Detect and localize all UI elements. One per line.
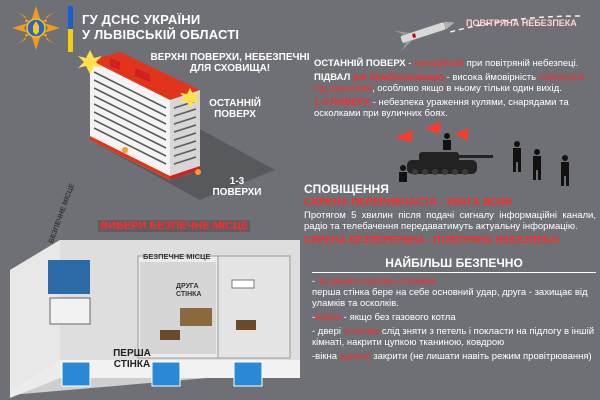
emblem xyxy=(8,4,64,52)
low-floors-label: 1-3 ПОВЕРХИ xyxy=(212,176,262,198)
flag xyxy=(68,6,73,52)
basement-info: ПІДВАЛ (не бомбосховище) - висока ймовір… xyxy=(314,72,585,94)
last-floor-label: ОСТАННІЙ ПОВЕРХ xyxy=(209,98,261,120)
safe-place-label-room: БЕЗПЕЧНЕ МІСЦЕ xyxy=(143,252,211,261)
apartment-illustration xyxy=(10,240,300,398)
shelter-info: ОСТАННІЙ ПОВЕРХ - ненадійний при повітря… xyxy=(314,58,596,119)
siren-intermittent-text: Протягом 5 хвилин після подачі сигналу і… xyxy=(304,210,596,232)
second-wall-label: ДРУГА СТІНКА xyxy=(176,283,202,298)
safest-item: -вікна щільно закрити (не лишати навіть … xyxy=(312,351,592,362)
siren-intermittent: СИРЕНА ПЕРЕРИВЧАСТА - УВАГА ВСІМ! xyxy=(304,196,514,208)
building-illustration xyxy=(78,50,275,200)
apartment-title: ВИБЕРИ БЕЗПЕЧНЕ МІСЦЕ xyxy=(98,220,251,232)
alerts-section: СПОВІЩЕННЯ СИРЕНА ПЕРЕРИВЧАСТА - УВАГА В… xyxy=(304,182,596,246)
organization-title: ГУ ДСНС УКРАЇНИ У ЛЬВІВСЬКІЙ ОБЛАСТІ xyxy=(82,12,240,42)
upper-floors-label: ВЕРХНІ ПОВЕРХИ, НЕБЕЗПЕЧНІ ДЛЯ СХОВИЩА! xyxy=(150,52,310,74)
missile-icon xyxy=(394,15,581,52)
floors-info: 1-3 ПОВЕРХ - небезпека ураження кулями, … xyxy=(314,97,569,119)
last-floor-info: ОСТАННІЙ ПОВЕРХ - ненадійний при повітря… xyxy=(314,58,579,69)
safest-item: -ванна - якщо без газового котла xyxy=(312,312,456,323)
safest-item: - двері зі склом слід зняти з петель і п… xyxy=(312,326,595,348)
air-danger-label: ПОВІТРЯНА НЕБЕЗПЕКА xyxy=(466,18,577,28)
military-illustration xyxy=(395,122,569,186)
siren-continuous: СИРЕНА БЕЗПЕРЕРВНА - ПОВІТРЯНА НЕБЕЗПЕКА… xyxy=(304,235,560,246)
first-wall-label: ПЕРША СТІНКА xyxy=(113,348,151,370)
safest-title: НАЙБІЛЬШ БЕЗПЕЧНО xyxy=(312,256,596,273)
safest-section: НАЙБІЛЬШ БЕЗПЕЧНО - за двома глухими сті… xyxy=(312,256,596,365)
alerts-title: СПОВІЩЕННЯ xyxy=(304,182,389,196)
